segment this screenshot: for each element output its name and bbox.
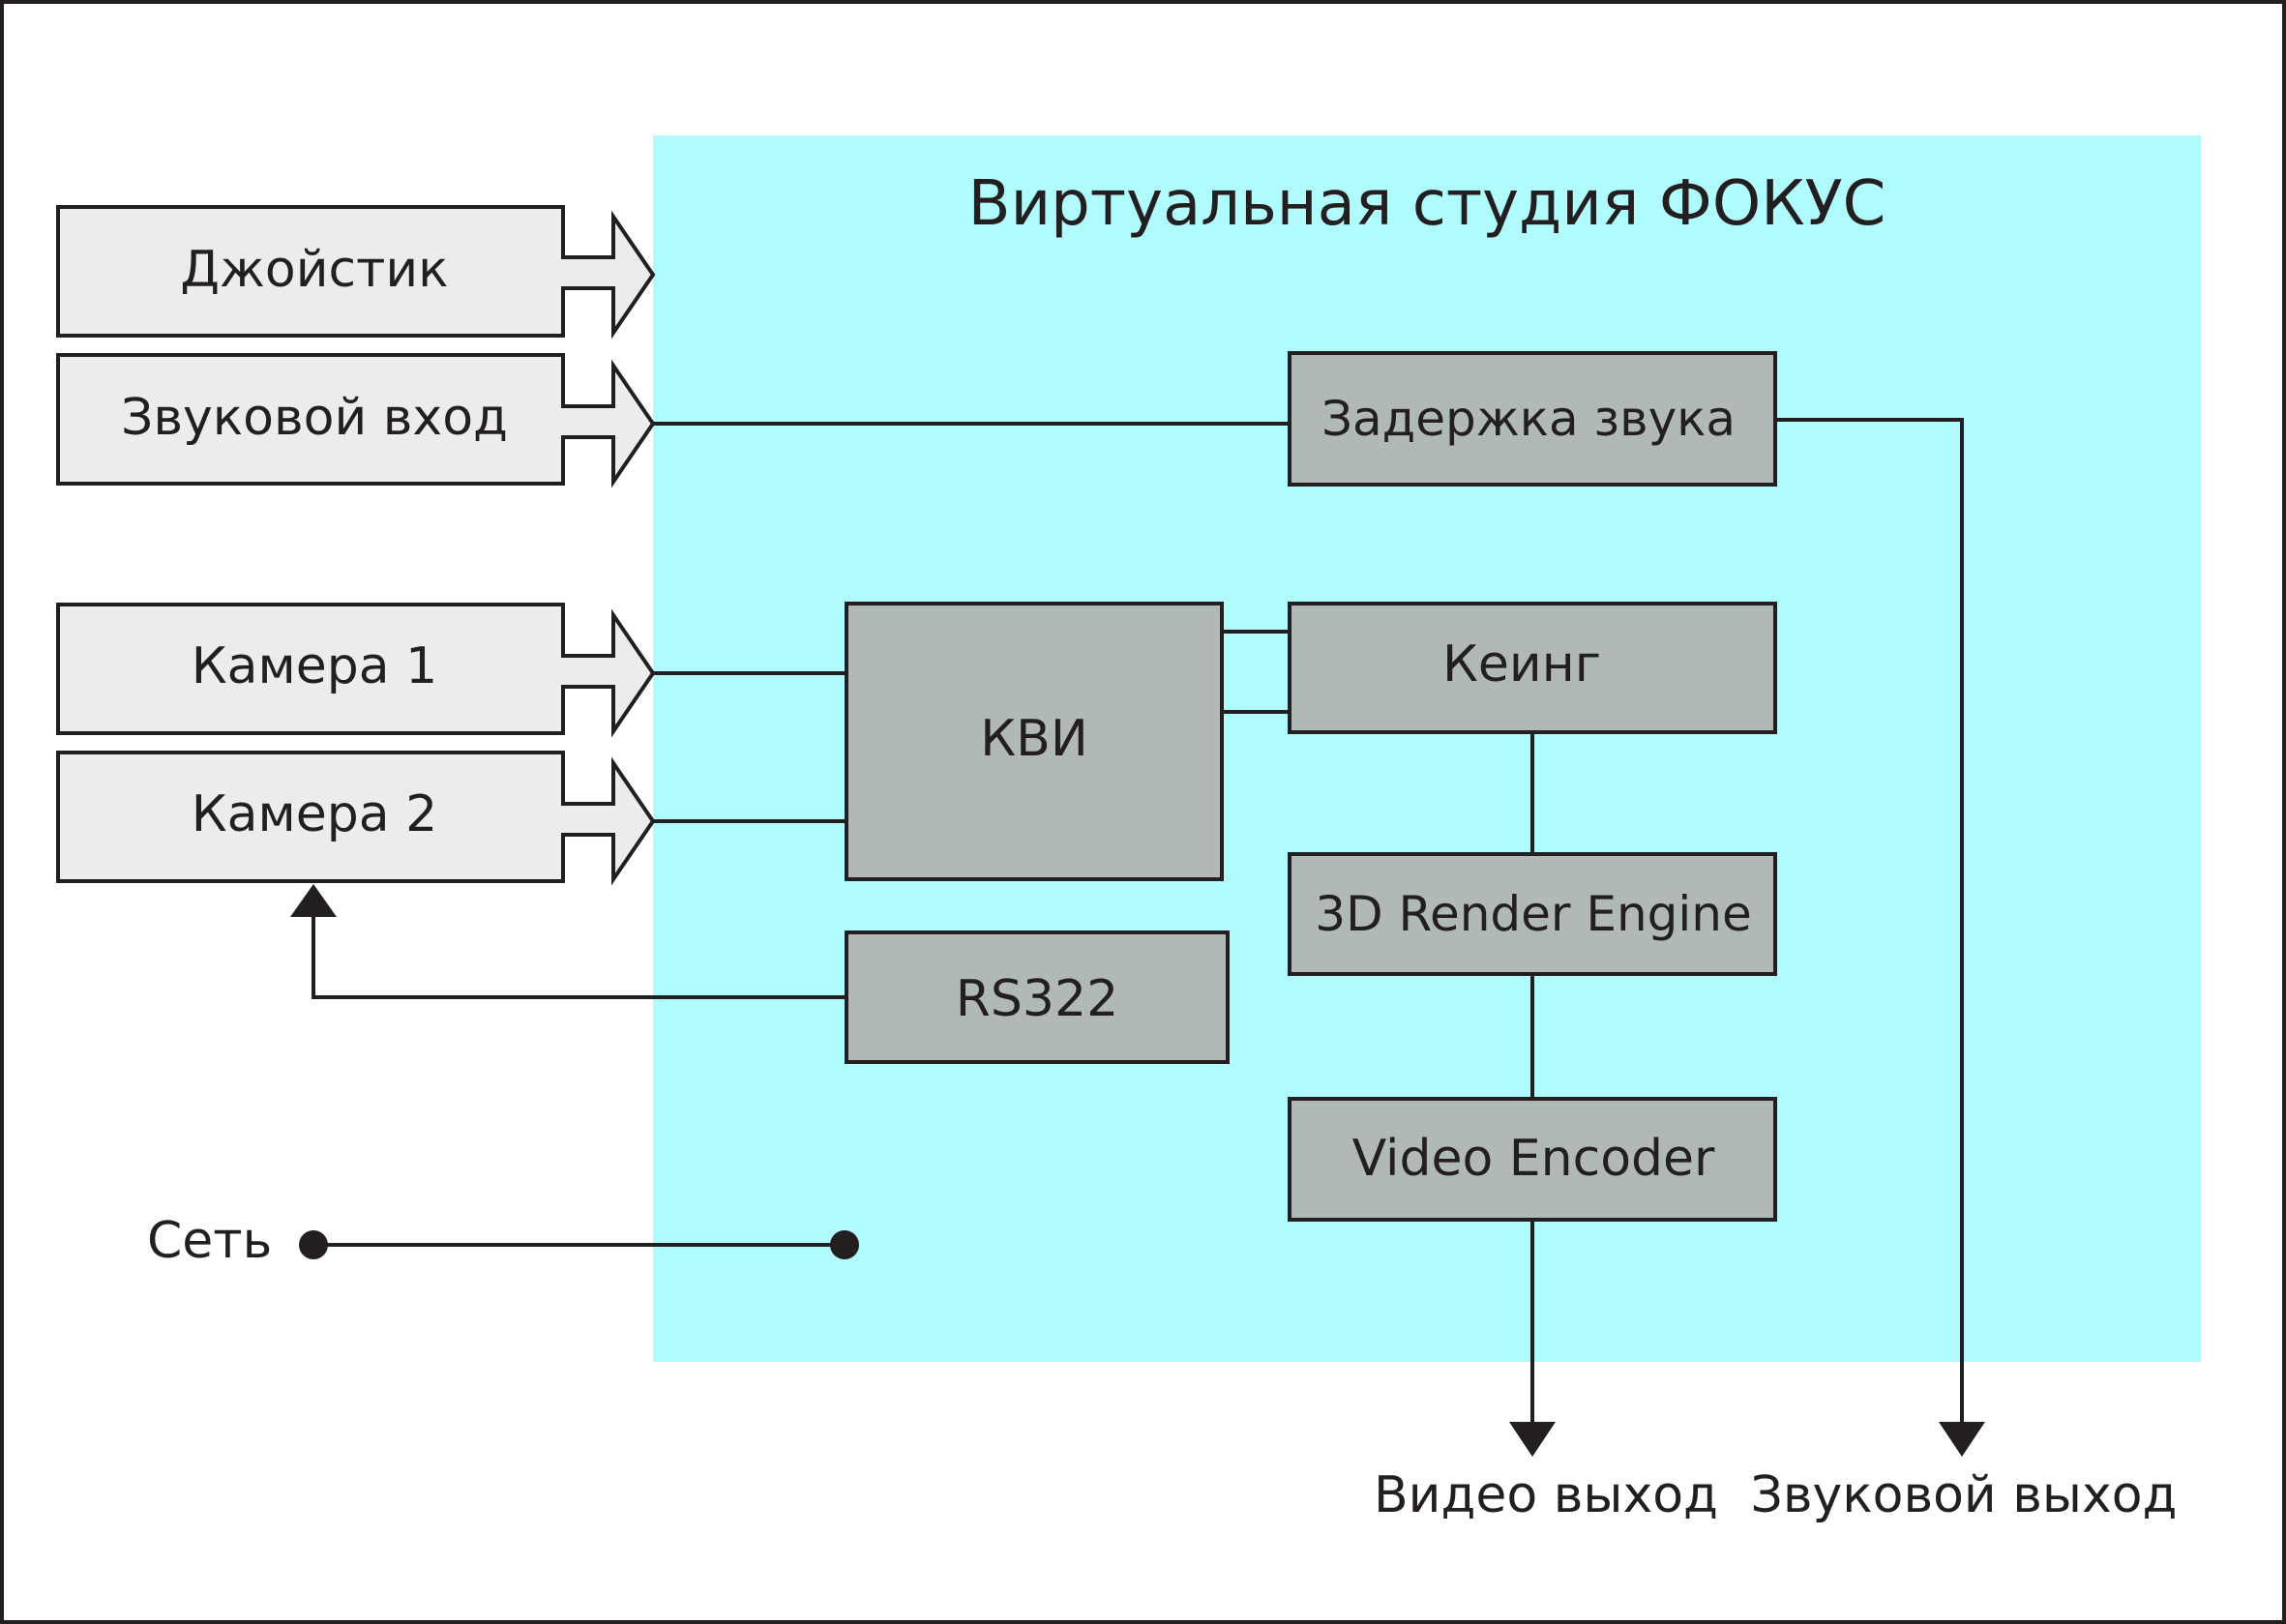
camera2-arrow [56, 751, 656, 886]
audio-in-arrow [56, 353, 656, 488]
connections [312, 418, 1964, 1424]
network-dot-right [830, 1230, 859, 1259]
render-label: 3D Render Engine [1315, 886, 1751, 942]
network-dot-left [299, 1230, 328, 1259]
processing-blocks [845, 351, 1777, 1222]
joystick-arrow [56, 205, 656, 340]
audio-out-line [1775, 418, 1964, 1424]
audio-out-arrowhead [1939, 1422, 1985, 1457]
audio-out-label: Звуковой выход [1750, 1466, 2177, 1524]
audio-in-label: Звуковой вход [121, 389, 508, 447]
studio-title: Виртуальная студия ФОКУС [968, 168, 1886, 240]
kvi-block [845, 602, 1224, 881]
keying-label: Кеинг [1442, 635, 1601, 694]
encoder-label: Video Encoder [1352, 1130, 1715, 1188]
camera1-arrow [56, 603, 656, 738]
audio-delay-label: Задержка звука [1321, 391, 1736, 447]
input-arrows [56, 205, 656, 886]
keying-block [1288, 602, 1777, 734]
encoder-block [1288, 1097, 1777, 1222]
kvi-label: КВИ [980, 710, 1088, 768]
rs-camera-line [312, 917, 846, 999]
render-block [1288, 852, 1777, 976]
camera1-label: Камера 1 [192, 637, 438, 695]
joystick-label: Джойстик [180, 241, 448, 299]
video-out-label: Видео выход [1374, 1466, 1718, 1524]
camera2-label: Камера 2 [192, 785, 438, 843]
rs-camera-arrowhead [290, 884, 337, 917]
audio-delay-block [1288, 351, 1777, 487]
network-label: Сеть [147, 1212, 272, 1270]
rs-label: RS322 [956, 970, 1118, 1028]
rs-block [845, 930, 1230, 1064]
video-out-arrowhead [1509, 1422, 1556, 1457]
